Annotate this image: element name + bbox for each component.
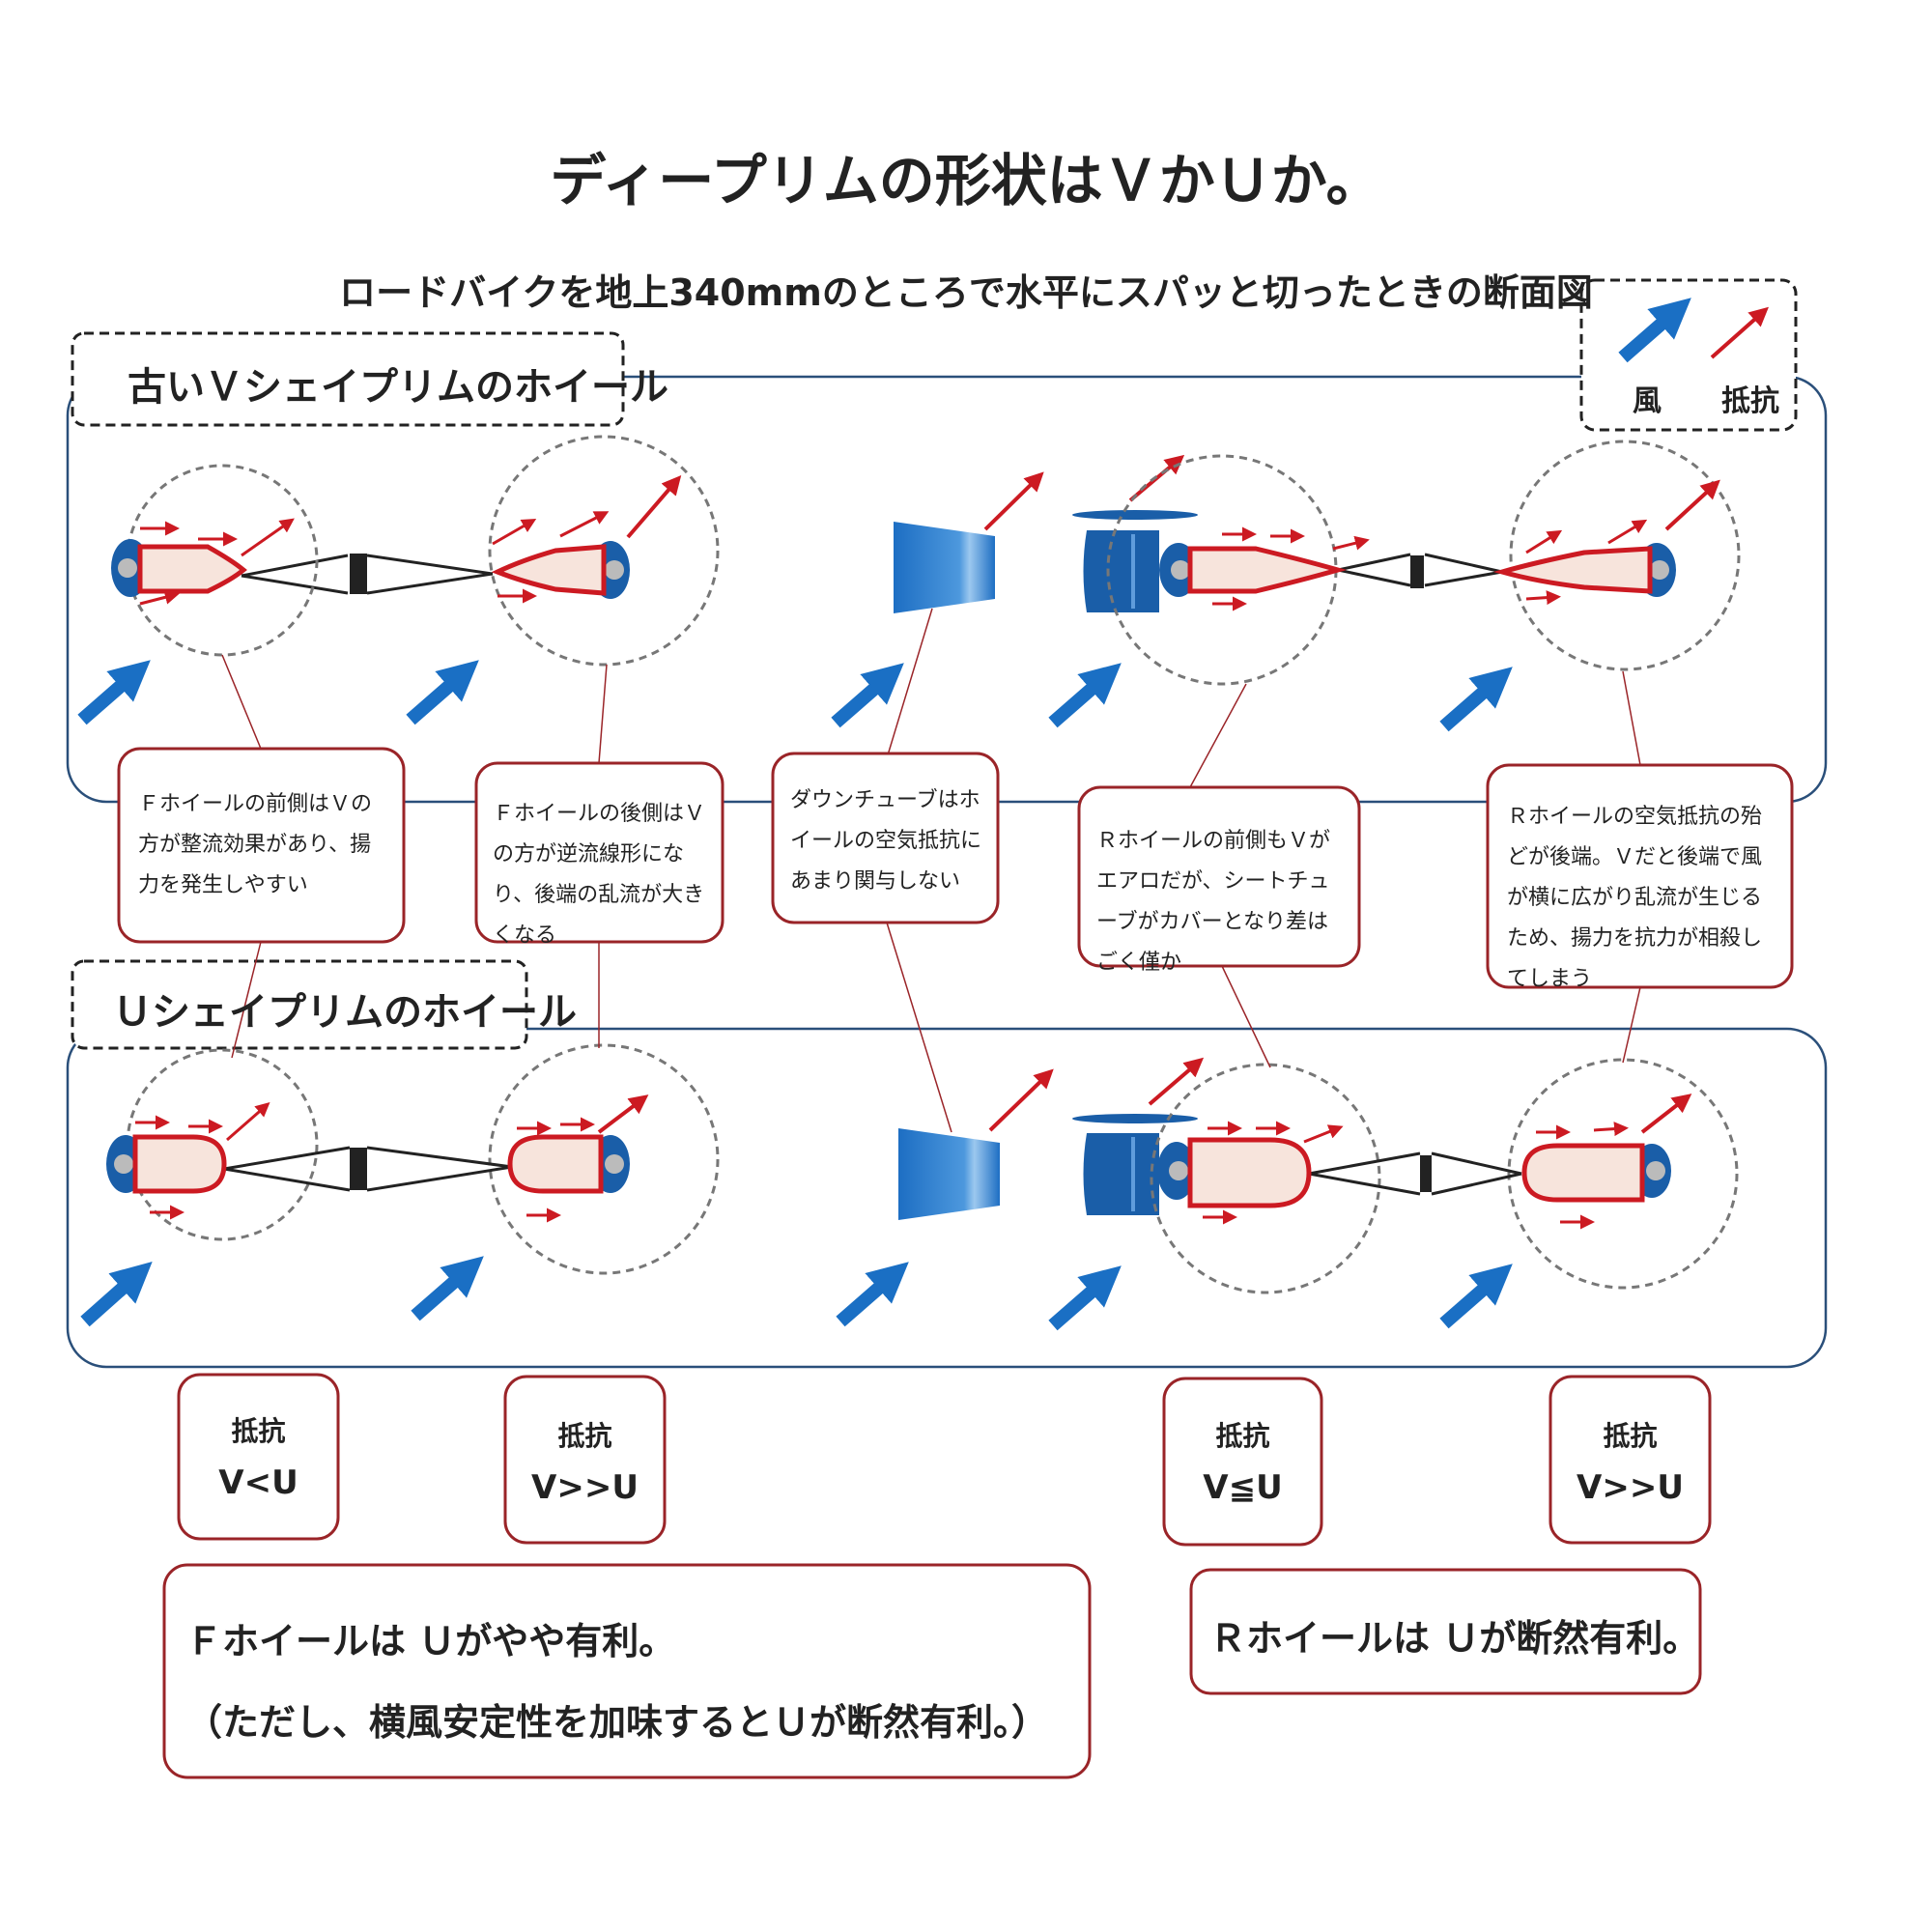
drag-box (177, 1373, 340, 1541)
rear-conclusion: Ｒホイールは Ｕが断然有利。 (1209, 1617, 1700, 1660)
wind-arrow (80, 1262, 153, 1327)
note-downtube: ダウンチューブはホイールの空気抵抗にあまり関与しない (790, 788, 982, 894)
u-downtube (898, 1128, 1000, 1220)
drag-value: V≦U (1203, 1468, 1283, 1507)
wind-arrow (77, 660, 151, 725)
v-front-fork (350, 554, 367, 594)
u-front-rim-leading (132, 1134, 227, 1194)
v-rear-zoom-circle-b (1509, 440, 1741, 671)
legend-wind-arrow (1618, 298, 1691, 363)
note-box (1077, 785, 1361, 968)
front-conclusion-line2: （ただし、横風安定性を加味するとＵが断然有利。） (185, 1701, 1049, 1744)
v-downtube (894, 522, 995, 613)
v-section-label-box (71, 331, 625, 427)
note-box (1486, 763, 1794, 989)
drag-label: 抵抗 (1215, 1420, 1270, 1452)
wind-arrow (1439, 1264, 1513, 1329)
v-front-rim-trailing (491, 544, 607, 596)
v-rear-rim-trailing (1492, 546, 1653, 594)
v-front-rim-leading (137, 544, 247, 594)
v-front-zoom-circle-b (488, 435, 720, 667)
drag-value: V>>U (531, 1468, 639, 1507)
drag-box (503, 1375, 667, 1545)
note-box (474, 761, 724, 944)
note-rear-trailing: Ｒホイールの空気抵抗の殆どが後端。Ｖだと後端で風が横に広がり乱流が生じるため、揚… (1507, 805, 1763, 991)
rear-conclusion-box (1189, 1568, 1702, 1695)
u-rear-rim-leading (1187, 1137, 1312, 1208)
u-seat-tube (1083, 1133, 1159, 1215)
drag-label: 抵抗 (557, 1420, 612, 1452)
wind-arrow (836, 1262, 909, 1327)
note-front-trailing: Ｆホイールの後側はＶの方が逆流線形になり、後端の乱流が大きくなる (493, 802, 706, 948)
legend-drag-label: 抵抗 (1721, 384, 1779, 418)
v-front-zoom-circle-a (126, 464, 319, 657)
u-front-fork (350, 1148, 367, 1190)
front-conclusion-box (162, 1563, 1092, 1779)
wind-arrow (1048, 1265, 1122, 1331)
v-seat-tube (1083, 530, 1159, 612)
wind-arrow (406, 660, 479, 725)
v-rear-frame-post (1410, 555, 1424, 588)
u-front-zoom-circle-a (126, 1048, 319, 1241)
drag-value: V>>U (1577, 1468, 1684, 1507)
drag-box (1162, 1377, 1323, 1547)
wind-arrow (831, 663, 904, 728)
drag-value: V<U (218, 1463, 298, 1502)
u-front-rim-trailing (507, 1134, 604, 1194)
legend-wind-label: 風 (1633, 384, 1662, 418)
page-title: ディープリムの形状はＶかＵか。 (550, 148, 1382, 213)
v-rear-rim-leading (1187, 546, 1348, 594)
u-rear-zoom-circle-a (1150, 1063, 1381, 1294)
v-seat-tube-cap (1072, 510, 1198, 520)
v-section-label: 古いＶシェイプリムのホイール (128, 365, 668, 410)
drag-label: 抵抗 (1603, 1420, 1658, 1452)
note-box (771, 752, 1000, 924)
u-rear-rim-trailing (1521, 1143, 1645, 1203)
legend-drag-arrow (1710, 306, 1769, 359)
wind-arrow (1439, 667, 1513, 732)
wind-arrow (1048, 663, 1122, 728)
u-rear-zoom-circle-b (1507, 1058, 1739, 1290)
u-seat-tube-cap (1072, 1114, 1198, 1123)
u-section-frame (66, 1027, 1828, 1369)
drag-label: 抵抗 (231, 1415, 286, 1447)
note-rear-leading: Ｒホイールの前側もＶがエアロだが、シートチューブがカバーとなり差はごく僅か (1096, 829, 1331, 975)
drag-box (1548, 1375, 1712, 1545)
u-section-label: Ｕシェイプリムのホイール (113, 990, 577, 1035)
note-box (117, 747, 406, 944)
legend-box (1579, 278, 1798, 432)
u-rear-frame-post (1420, 1155, 1432, 1192)
wind-arrow (411, 1256, 484, 1321)
page-subtitle: ロードバイクを地上340mmのところで水平にスパッと切ったときの断面図 (339, 271, 1593, 314)
front-conclusion-line1: Ｆホイールは Ｕがやや有利。 (185, 1620, 676, 1662)
note-front-leading: Ｆホイールの前側はＶの方が整流効果があり、揚力を発生しやすい (138, 792, 373, 897)
u-front-zoom-circle-b (488, 1043, 720, 1275)
u-section-label-box (71, 959, 528, 1050)
